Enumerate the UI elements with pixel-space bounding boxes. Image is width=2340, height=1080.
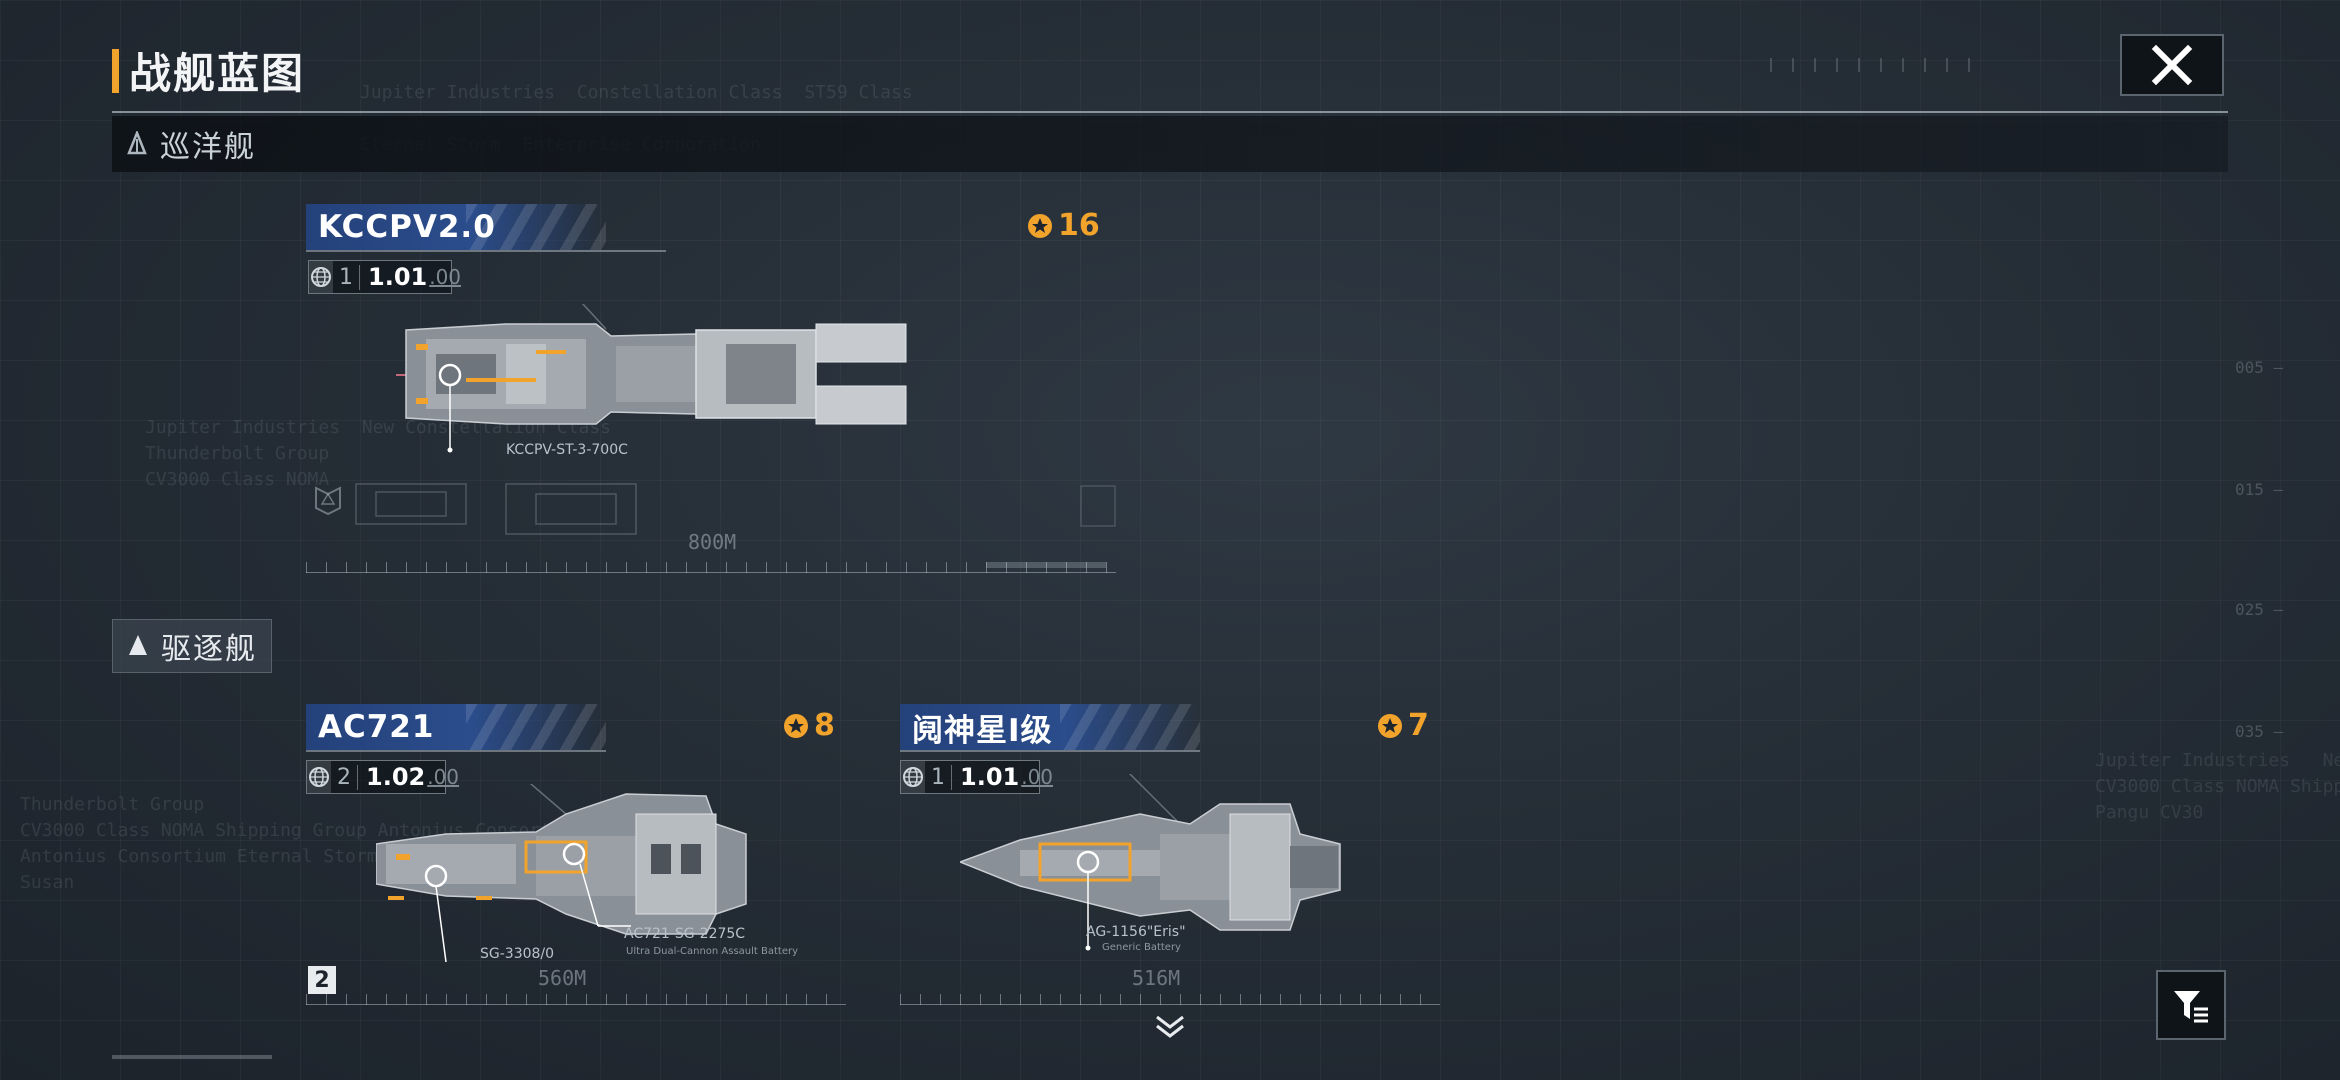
- ship-version: 1.02: [366, 763, 426, 791]
- ship-scale: 800M: [688, 530, 737, 554]
- ship-model-eris: [960, 774, 1341, 951]
- ship-count-badge: 2: [308, 966, 336, 994]
- ship-name: KCCPV2.0: [318, 209, 496, 245]
- blueprint-cost-icon: [1028, 213, 1052, 238]
- ship-class-icon: [125, 633, 151, 659]
- name-underline: [900, 750, 1200, 752]
- close-button[interactable]: [2120, 34, 2224, 96]
- globe-icon: [309, 261, 333, 293]
- ship-model-kccpv: [396, 304, 907, 453]
- close-icon: [2151, 44, 2193, 86]
- part-sub-label: Generic Battery: [1102, 942, 1181, 953]
- part-sub-label: Ultra Dual-Cannon Assault Battery: [626, 946, 799, 957]
- ship-version-sub: .00: [427, 765, 460, 789]
- ship-card-kccpv[interactable]: KCCPV2.0 16 1 1.01 .00: [306, 204, 1126, 584]
- name-underline: [306, 750, 606, 752]
- section-label-cruiser: 巡洋舰: [160, 130, 256, 165]
- globe-icon: [901, 761, 925, 793]
- ship-cost-value: 16: [1058, 208, 1100, 243]
- bg-side-scale: 005 —: [2235, 358, 2284, 377]
- ship-tier: 1: [925, 764, 952, 790]
- ship-cost: 8: [782, 708, 835, 743]
- version-box: 1 1.01 .00: [900, 760, 1053, 794]
- decor-ticks: [1770, 58, 1990, 72]
- version-box: 1 1.01 .00: [308, 260, 461, 294]
- ship-cost-value: 7: [1408, 708, 1429, 743]
- bg-side-scale: 025 —: [2235, 600, 2284, 619]
- ship-tier: 1: [333, 264, 360, 290]
- blueprint-cost-icon: [1378, 713, 1402, 738]
- ship-version-sub: .00: [1021, 765, 1054, 789]
- name-underline: [306, 250, 666, 252]
- part-label-2: SG-3308/0: [480, 946, 555, 962]
- blueprint-cost-icon: [784, 713, 808, 738]
- ship-name: AC721: [318, 709, 435, 745]
- filter-button[interactable]: [2156, 970, 2226, 1040]
- section-label-destroyer: 驱逐舰: [161, 632, 257, 667]
- scale-ruler: [900, 994, 1440, 1005]
- scale-ruler: [306, 994, 846, 1005]
- chevron-down-icon: [1156, 1015, 1184, 1038]
- ship-card-ac721[interactable]: AC721 8 2 1.02 .00: [306, 704, 846, 1014]
- ship-scale: 516M: [1132, 966, 1181, 990]
- header-divider: [112, 111, 2228, 113]
- part-label: AG-1156"Eris": [1086, 924, 1186, 940]
- ship-version: 1.01: [368, 263, 428, 291]
- globe-icon: [307, 761, 331, 793]
- ship-name: 阋神星I级: [912, 712, 1053, 749]
- section-cruiser: 巡洋舰: [112, 116, 2228, 172]
- ship-name-bar: 阋神星I级: [900, 704, 1200, 750]
- scale-ruler: [306, 562, 1116, 573]
- title-accent: [112, 48, 119, 93]
- bg-decor-text: Jupiter Industries Constellation Class S…: [360, 82, 913, 103]
- ship-card-eris[interactable]: 阋神星I级 7 1 1.01 .00: [900, 704, 1440, 1014]
- filter-icon: [2174, 991, 2208, 1023]
- version-box: 2 1.02 .00: [306, 760, 459, 794]
- ship-cost: 7: [1376, 708, 1429, 743]
- page-title: 战舰蓝图: [129, 49, 306, 98]
- section-destroyer[interactable]: 驱逐舰: [112, 619, 272, 673]
- part-label: AC721-SG-2275C: [624, 926, 746, 942]
- ship-cost: 16: [1026, 208, 1100, 243]
- ship-name-bar: AC721: [306, 704, 606, 750]
- page-header: 战舰蓝图: [112, 40, 305, 101]
- blueprint-schematic: [315, 483, 1116, 568]
- bg-side-scale: 035 —: [2235, 722, 2284, 741]
- ship-version: 1.01: [960, 763, 1020, 791]
- bg-side-scale: 015 —: [2235, 480, 2284, 499]
- ship-class-icon: [124, 131, 150, 157]
- ship-cost-value: 8: [814, 708, 835, 743]
- ship-scale: 560M: [538, 966, 587, 990]
- ship-name-bar: KCCPV2.0: [306, 204, 606, 250]
- part-label: KCCPV-ST-3-700C: [506, 442, 628, 458]
- ship-model-ac721: [376, 784, 747, 963]
- bg-decor-text: Jupiter Industries New Constell CV3000 C…: [2095, 750, 2340, 823]
- ship-version-sub: .00: [429, 265, 462, 289]
- scroll-down-button[interactable]: [1152, 1012, 1188, 1042]
- left-scroll-indicator: [112, 1055, 272, 1059]
- ship-tier: 2: [331, 764, 358, 790]
